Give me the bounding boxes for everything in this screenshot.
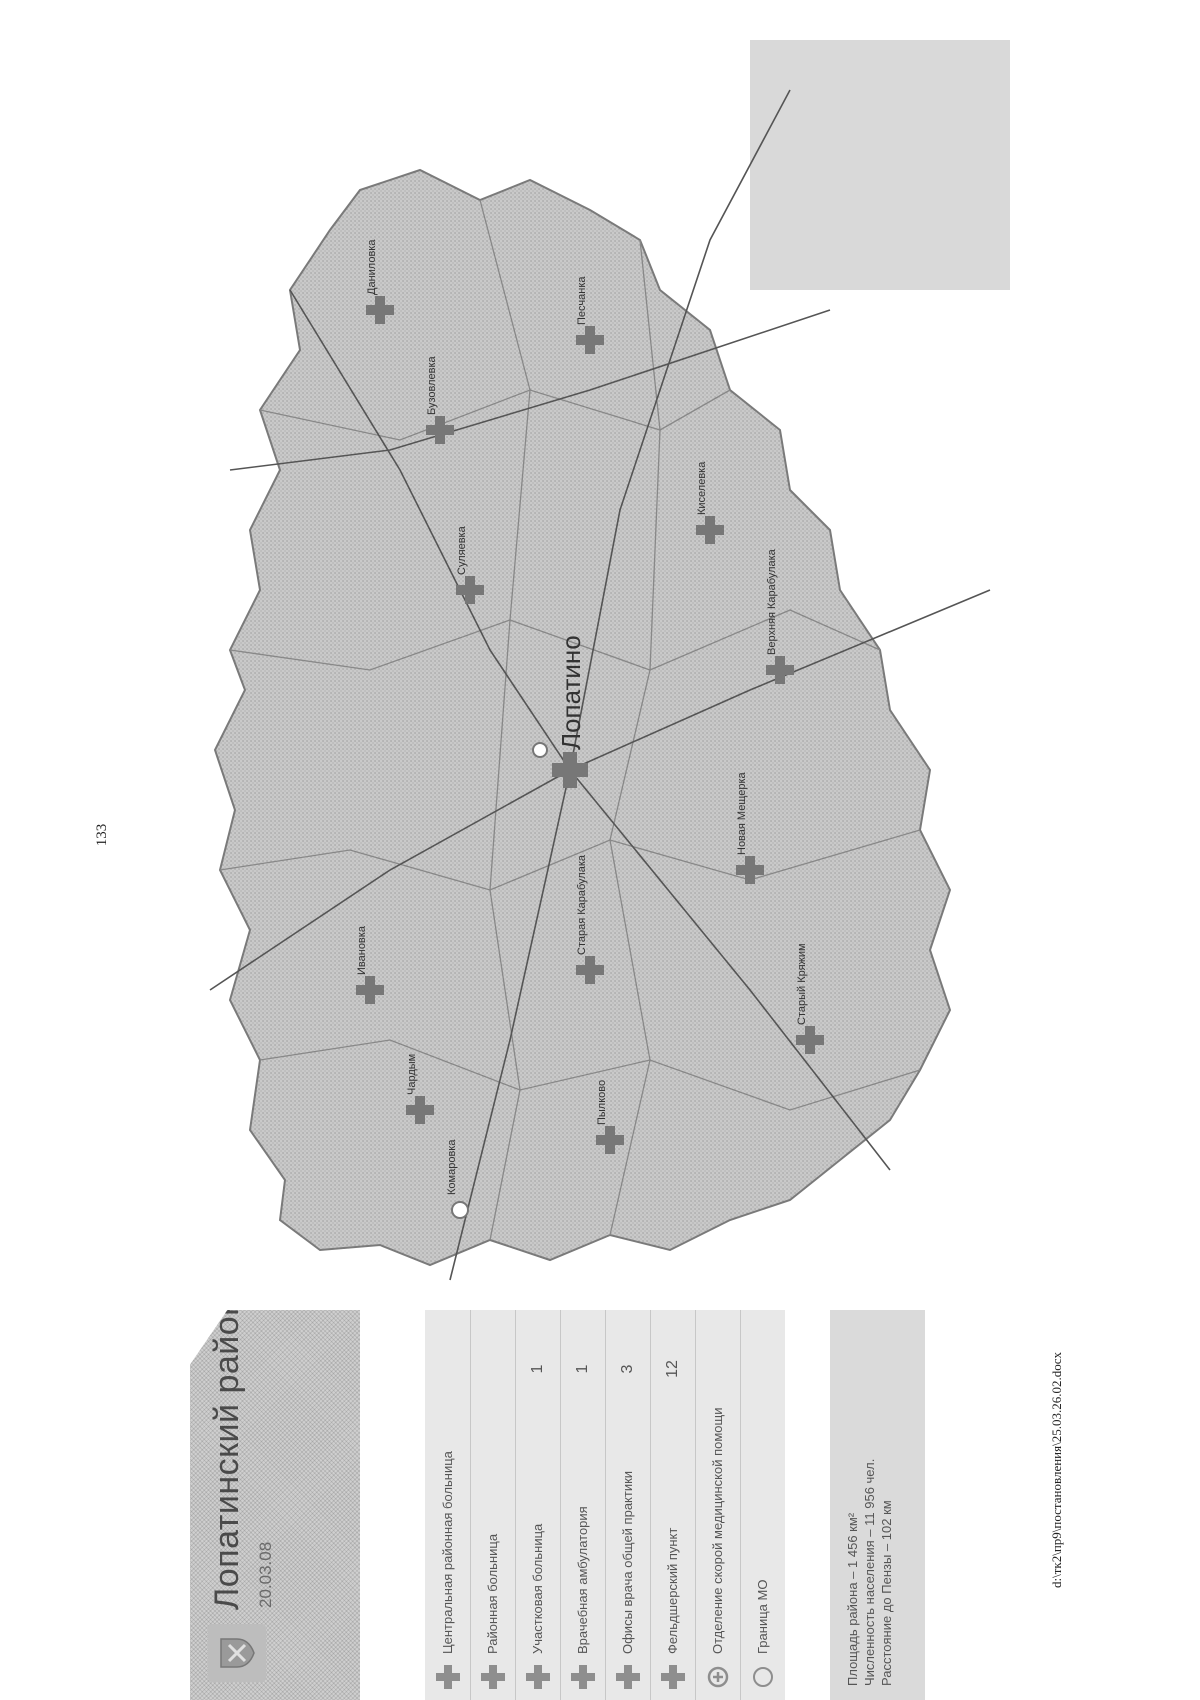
ambulance-marker xyxy=(451,1201,469,1219)
map-label: Верхняя Карабулака xyxy=(766,548,778,655)
cross-icon xyxy=(480,1654,506,1700)
settlement-marker xyxy=(736,856,764,884)
cross-icon xyxy=(435,1654,461,1700)
ambulance-marker xyxy=(532,742,548,758)
settlement-marker xyxy=(406,1096,434,1124)
ambulance-icon xyxy=(705,1654,731,1700)
map-label: Новая Мещерка xyxy=(736,771,748,855)
legend-item: Отделение скорой медицинской помощи xyxy=(695,1310,741,1700)
settlement-markers xyxy=(356,296,824,1219)
coat-of-arms-icon xyxy=(208,1624,266,1682)
summary-distance: Расстояние до Пензы – 102 км xyxy=(879,1500,894,1686)
summary-area: Площадь района – 1 456 км² xyxy=(845,1512,860,1686)
file-path: d:\тк2\пр9\постановления\25.03.26.02.doc… xyxy=(1049,1351,1064,1589)
settlement-labels: Лопатино Суляевка Ивановка Чардым Пылков… xyxy=(356,239,808,1195)
cross-icon xyxy=(525,1654,551,1700)
legend-count: 1 xyxy=(528,1364,546,1374)
legend-label: Врачебная амбулатория xyxy=(574,1506,590,1654)
map-label-lopatino: Лопатино xyxy=(556,635,586,750)
legend-label: Районная больница xyxy=(484,1533,500,1654)
legend-item: Центральная районная больница xyxy=(425,1310,471,1700)
legend-count: 3 xyxy=(618,1364,636,1374)
settlement-marker xyxy=(576,956,604,984)
legend-count: 1 xyxy=(573,1364,591,1374)
map-label: Суляевка xyxy=(456,525,468,575)
settlement-marker xyxy=(366,296,394,324)
legend-item: Врачебная амбулатория 1 xyxy=(560,1310,606,1700)
map-label: Киселевка xyxy=(696,461,708,515)
corner-block xyxy=(750,40,1010,290)
map-label: Чардым xyxy=(406,1054,418,1095)
map-label: Бузовлевка xyxy=(426,355,438,415)
district-map: Лопатино Суляевка Ивановка Чардым Пылков… xyxy=(190,40,1010,1290)
map-canvas: Лопатино Суляевка Ивановка Чардым Пылков… xyxy=(209,40,1010,1281)
legend-item: Участковая больница 1 xyxy=(515,1310,561,1700)
legend-label: Участковая больница xyxy=(529,1523,545,1654)
settlement-marker xyxy=(796,1026,824,1054)
cross-icon xyxy=(570,1654,596,1700)
legend-label: Отделение скорой медицинской помощи xyxy=(709,1407,725,1654)
map-label: Даниловка xyxy=(366,239,378,295)
map-label: Комаровка xyxy=(446,1139,458,1195)
legend-label: Центральная районная больница xyxy=(439,1451,455,1654)
cross-icon xyxy=(615,1654,641,1700)
settlement-marker xyxy=(766,656,794,684)
page-subtitle: 20.03.08 xyxy=(256,1541,275,1608)
map-label: Старая Карабулака xyxy=(576,854,588,955)
legend-item: Граница МО xyxy=(740,1310,785,1700)
district-boundary xyxy=(213,168,952,1267)
legend-item: Офисы врача общей практики 3 xyxy=(605,1310,651,1700)
map-label: Пылково xyxy=(596,1080,608,1125)
map-label: Ивановка xyxy=(356,925,368,975)
cross-icon xyxy=(660,1654,686,1700)
settlement-marker xyxy=(576,326,604,354)
legend-label: Офисы врача общей практики xyxy=(619,1470,635,1654)
settlement-marker xyxy=(456,576,484,604)
legend-item: Районная больница xyxy=(470,1310,516,1700)
title-block: Лопатинский район 20.03.08 xyxy=(190,1310,360,1700)
district-summary: Площадь района – 1 456 км² Численность н… xyxy=(830,1310,925,1700)
legend: Центральная районная больница Районная б… xyxy=(425,1310,785,1700)
map-label: Старый Кряжим xyxy=(796,943,808,1025)
legend-label: Фельдшерский пункт xyxy=(664,1527,680,1654)
settlement-marker xyxy=(696,516,724,544)
settlement-marker xyxy=(596,1126,624,1154)
map-label: Песчанка xyxy=(576,276,588,325)
settlement-marker xyxy=(426,416,454,444)
summary-population: Численность населения – 11 956 чел. xyxy=(862,1458,877,1686)
map-sheet: Лопатинский район 20.03.08 Центральная р… xyxy=(190,40,1010,1700)
roads xyxy=(209,89,991,1281)
circle-icon xyxy=(750,1654,776,1700)
settlement-marker xyxy=(356,976,384,1004)
settlement-marker-lopatino xyxy=(552,752,588,788)
page-title: Лопатинский район xyxy=(208,1296,246,1610)
legend-label: Граница МО xyxy=(754,1579,770,1654)
legend-count: 12 xyxy=(663,1360,681,1378)
page-number: 133 xyxy=(94,823,110,847)
legend-item: Фельдшерский пункт 12 xyxy=(650,1310,696,1700)
